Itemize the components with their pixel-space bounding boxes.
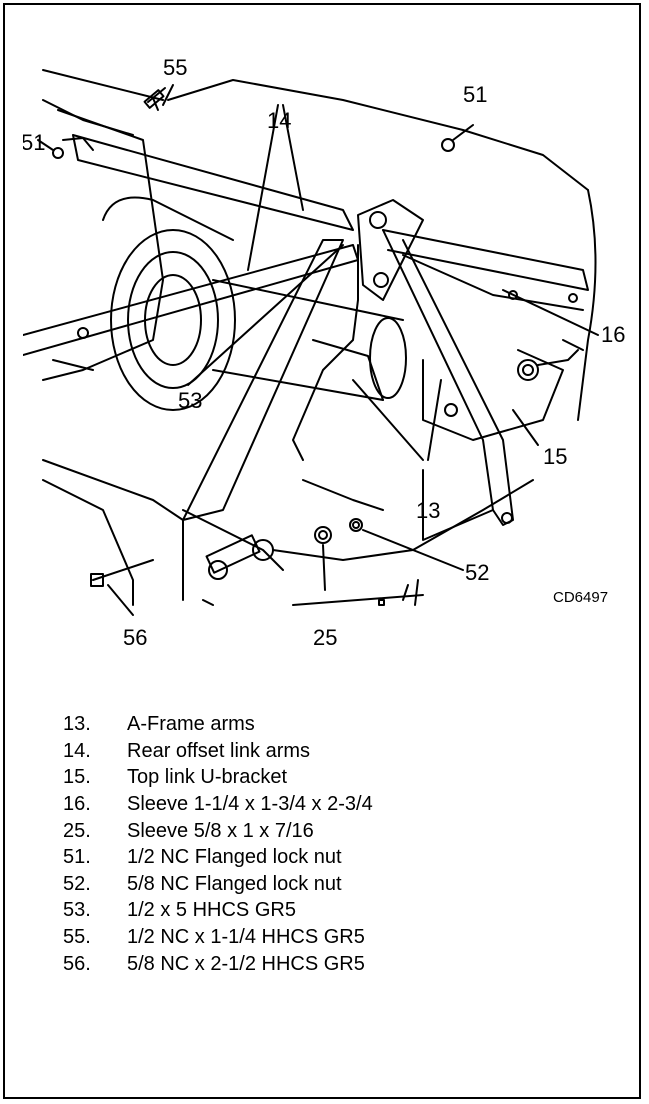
legend-item: 51. 1/2 NC Flanged lock nut	[63, 844, 373, 871]
deck-left-edge	[42, 69, 164, 101]
callout-16: 16	[601, 322, 625, 347]
callout-52: 52	[465, 560, 489, 585]
legend-number: 16.	[63, 793, 91, 816]
legend-number: 56.	[63, 952, 91, 975]
link-arm-right	[382, 229, 589, 291]
callout-55: 55	[163, 55, 187, 80]
leader-55	[162, 84, 174, 106]
legend-number: 14.	[63, 739, 91, 762]
parts-legend: 13. A-Frame arms 14. Rear offset link arms…	[63, 711, 373, 977]
legend-item: 53. 1/2 x 5 HHCS GR5	[63, 897, 373, 924]
deck-right-curve	[577, 189, 597, 421]
callout-56: 56	[123, 625, 147, 650]
legend-number: 25.	[63, 819, 91, 842]
legend-item: 14. Rear offset link arms	[63, 738, 373, 765]
leader-14	[247, 104, 304, 271]
legend-item: 13. A-Frame arms	[63, 711, 373, 738]
leader-25	[322, 544, 326, 591]
link-arm-lower	[23, 244, 359, 356]
legend-item: 25. Sleeve 5/8 x 1 x 7/16	[63, 817, 373, 844]
link-arm-upper	[72, 134, 354, 231]
top-link-plate	[357, 199, 424, 301]
legend-number: 52.	[63, 872, 91, 895]
drive-shaft	[212, 279, 404, 401]
top-link-bar	[382, 229, 514, 526]
legend-description: 1/2 x 5 HHCS GR5	[127, 899, 296, 922]
leader-52	[362, 529, 464, 571]
u-bracket	[422, 349, 564, 441]
leader-51-right	[452, 124, 474, 141]
deck-left-edge-2	[42, 99, 134, 136]
legend-description: 5/8 NC x 2-1/2 HHCS GR5	[127, 952, 365, 975]
leader-16	[502, 289, 599, 336]
gearbox-flange	[110, 229, 236, 411]
leader-53	[187, 244, 344, 386]
legend-item: 56. 5/8 NC x 2-1/2 HHCS GR5	[63, 950, 373, 977]
legend-number: 15.	[63, 766, 91, 789]
callout-13: 13	[416, 498, 440, 523]
legend-item: 16. Sleeve 1-1/4 x 1-3/4 x 2-3/4	[63, 791, 373, 818]
leader-13	[352, 379, 442, 461]
legend-description: Top link U-bracket	[127, 766, 288, 789]
legend-item: 52. 5/8 NC Flanged lock nut	[63, 871, 373, 898]
legend-description: 1/2 NC x 1-1/4 HHCS GR5	[127, 926, 365, 949]
callout-51-right: 51	[463, 82, 487, 107]
legend-description: 1/2 NC Flanged lock nut	[127, 846, 342, 869]
leader-15	[512, 409, 539, 446]
callout-51-left: 51	[23, 130, 45, 155]
deck-top-edge	[167, 79, 589, 191]
legend-number: 55.	[63, 926, 91, 949]
legend-description: Rear offset link arms	[127, 739, 311, 762]
legend-number: 53.	[63, 899, 91, 922]
callout-14: 14	[267, 108, 291, 133]
legend-description: A-Frame arms	[127, 713, 255, 736]
leader-56	[107, 584, 134, 616]
legend-description: Sleeve 5/8 x 1 x 7/16	[127, 819, 314, 842]
callout-15: 15	[543, 444, 567, 469]
legend-item: 55. 1/2 NC x 1-1/4 HHCS GR5	[63, 924, 373, 951]
parts-diagram: 55 51 14 51 16 53 15 13 52 56 25 CD6497	[23, 40, 638, 660]
callout-53: 53	[178, 388, 202, 413]
callout-25: 25	[313, 625, 337, 650]
legend-number: 51.	[63, 846, 91, 869]
legend-item: 15. Top link U-bracket	[63, 764, 373, 791]
figure-code: CD6497	[553, 589, 608, 606]
parts-diagram-svg: 55 51 14 51 16 53 15 13 52 56 25 CD6497	[23, 55, 625, 650]
legend-description: Sleeve 1-1/4 x 1-3/4 x 2-3/4	[127, 793, 373, 816]
legend-description: 5/8 NC Flanged lock nut	[127, 872, 342, 895]
leader-51-left	[37, 139, 54, 151]
figure-frame: 55 51 14 51 16 53 15 13 52 56 25 CD6497 …	[3, 3, 641, 1099]
legend-number: 13.	[63, 713, 91, 736]
